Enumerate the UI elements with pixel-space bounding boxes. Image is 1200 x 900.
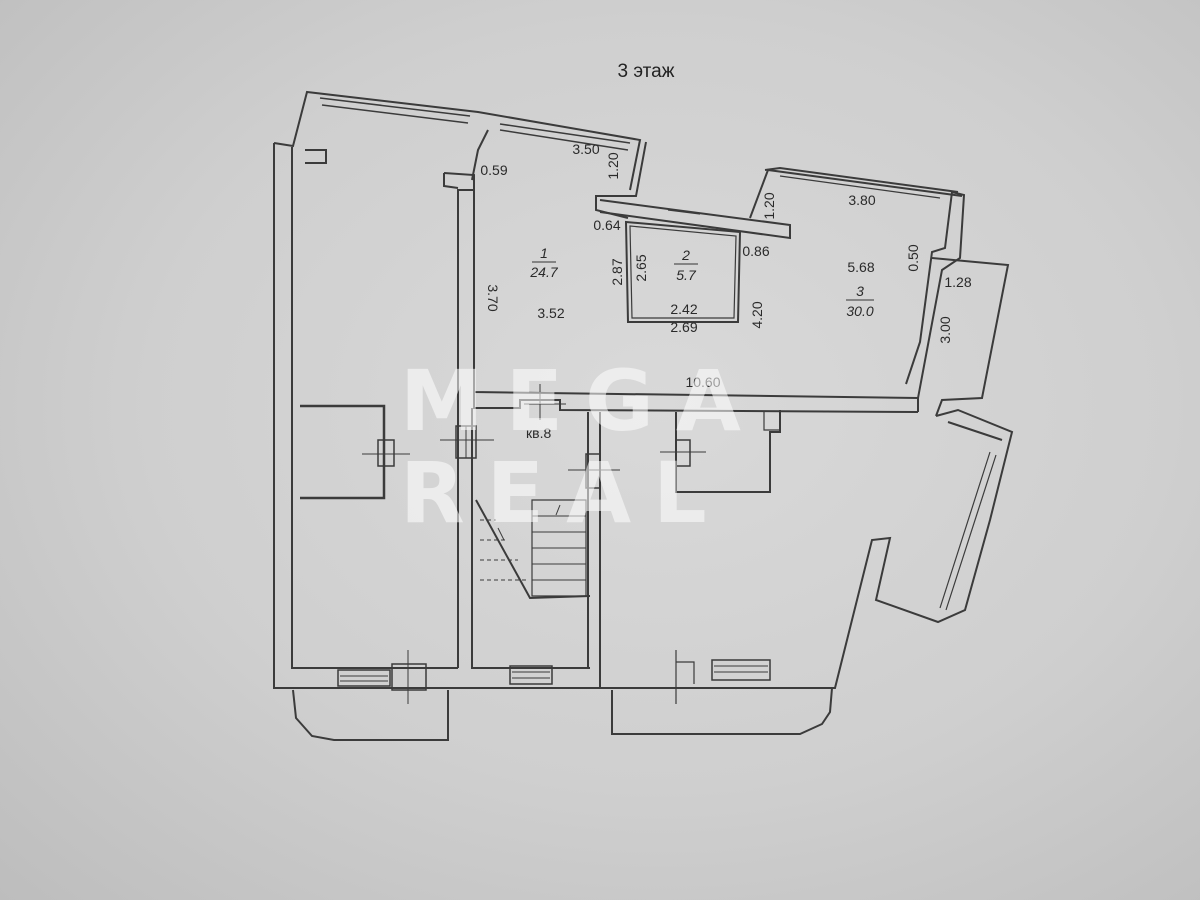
dimension: 2.69 xyxy=(670,319,697,335)
dimension: 1.28 xyxy=(944,274,971,290)
floor-title: 3 этаж xyxy=(618,61,675,82)
room-2-wall xyxy=(624,220,742,323)
dimension: 1.20 xyxy=(605,152,621,179)
dimension: 3.50 xyxy=(572,141,599,157)
room-area: 30.0 xyxy=(846,303,873,319)
dimension: 0.64 xyxy=(593,217,620,233)
left-closet xyxy=(300,404,386,500)
outer-wall-left xyxy=(273,90,642,191)
dimension: 0.59 xyxy=(480,162,507,178)
balcony-right xyxy=(611,687,833,735)
dimension: 0.50 xyxy=(905,244,921,271)
corridor-top-wall xyxy=(473,392,919,413)
dimension: 1.20 xyxy=(761,192,777,219)
dimension: 3.70 xyxy=(485,284,501,311)
room-number: 2 xyxy=(681,247,690,263)
dimension: 2.65 xyxy=(633,254,649,281)
partition-left xyxy=(443,172,475,668)
dimension: 3.00 xyxy=(937,316,953,343)
room-area: 24.7 xyxy=(529,264,558,280)
dimension: 4.20 xyxy=(749,301,765,328)
outer-wall-left-inner xyxy=(291,147,458,669)
staircase xyxy=(475,499,591,600)
dimension: 3.80 xyxy=(848,192,875,208)
dimension: 10.60 xyxy=(685,374,720,390)
dimension: 5.68 xyxy=(847,259,874,275)
room-area: 5.7 xyxy=(676,267,697,283)
dimension: 2.42 xyxy=(670,301,697,317)
room-1-wall xyxy=(473,190,966,400)
room-right-lower-wall xyxy=(600,408,1014,689)
dimension: 0.86 xyxy=(742,243,769,259)
room-number: 1 xyxy=(540,245,548,261)
apartment-label: кв.8 xyxy=(526,425,551,441)
outer-wall-left-outer xyxy=(273,143,292,689)
dimension: 2.87 xyxy=(609,258,625,285)
dimension: 3.52 xyxy=(537,305,564,321)
room-number: 3 xyxy=(856,283,864,299)
balcony-left xyxy=(292,689,449,741)
